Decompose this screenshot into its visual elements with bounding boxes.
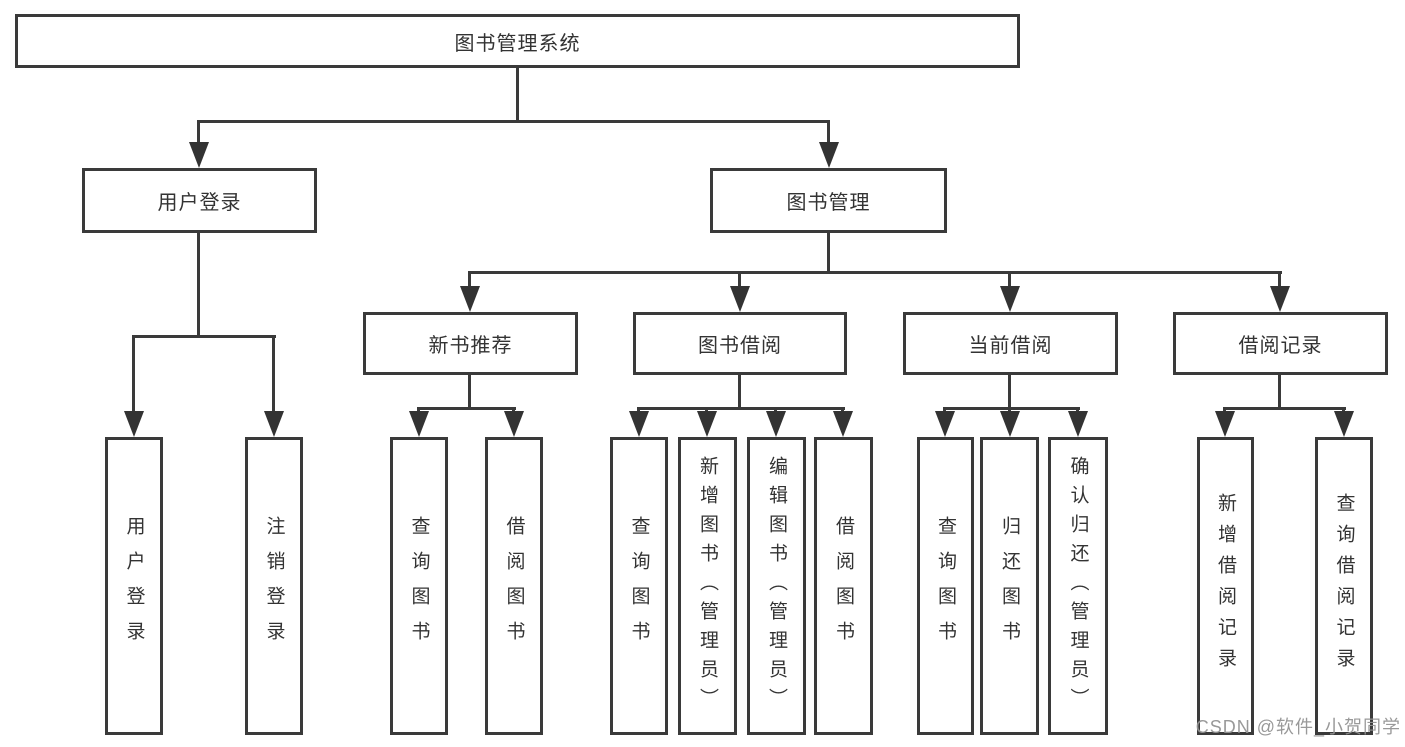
edge-line <box>132 335 135 415</box>
node-root-label: 图书管理系统 <box>454 32 581 55</box>
arrowhead-down-icon <box>124 411 144 437</box>
node-user-login-label: 用户登录 <box>157 192 242 214</box>
leaf-add-books-admin: 新增图书（管理员） <box>678 437 737 735</box>
edge-line <box>272 335 275 415</box>
leaf-query-books-borrow: 查询图书 <box>610 437 668 735</box>
edge-line <box>468 271 471 289</box>
edge-line <box>418 407 516 410</box>
edge-line <box>1224 407 1346 410</box>
edge-line <box>516 68 519 120</box>
node-book-management-label: 图书管理 <box>786 192 871 214</box>
arrowhead-down-icon <box>1334 411 1354 437</box>
edge-line <box>1278 375 1281 407</box>
edge-line <box>738 271 741 289</box>
leaf-query-books-recommend-label: 查询图书 <box>408 516 430 656</box>
arrowhead-down-icon <box>833 411 853 437</box>
node-current-borrow-label: 当前借阅 <box>968 335 1053 357</box>
arrowhead-down-icon <box>730 286 750 312</box>
arrowhead-down-icon <box>819 142 839 168</box>
leaf-logout-label: 注销登录 <box>263 516 285 656</box>
leaf-logout: 注销登录 <box>245 437 303 735</box>
leaf-edit-books-admin: 编辑图书（管理员） <box>747 437 806 735</box>
node-borrow-record-label: 借阅记录 <box>1238 335 1323 357</box>
leaf-query-borrow-record-label: 查询借阅记录 <box>1333 493 1355 679</box>
leaf-borrow-books-recommend-label: 借阅图书 <box>503 516 525 656</box>
leaf-borrow-books: 借阅图书 <box>814 437 873 735</box>
node-book-management: 图书管理 <box>710 168 947 233</box>
arrowhead-down-icon <box>264 411 284 437</box>
arrowhead-down-icon <box>1270 286 1290 312</box>
edge-line <box>469 271 1282 274</box>
leaf-query-books-borrow-label: 查询图书 <box>628 516 650 656</box>
leaf-query-borrow-record: 查询借阅记录 <box>1315 437 1373 735</box>
edge-line <box>468 375 471 407</box>
node-new-book-recommend: 新书推荐 <box>363 312 578 375</box>
leaf-add-borrow-record: 新增借阅记录 <box>1197 437 1254 735</box>
leaf-query-books-recommend: 查询图书 <box>390 437 448 735</box>
arrowhead-down-icon <box>1000 286 1020 312</box>
arrowhead-down-icon <box>409 411 429 437</box>
csdn-watermark: CSDN @软件_小贺同学 <box>1195 717 1401 737</box>
edge-line <box>827 233 830 271</box>
arrowhead-down-icon <box>935 411 955 437</box>
node-book-borrow-label: 图书借阅 <box>698 335 782 357</box>
arrowhead-down-icon <box>1068 411 1088 437</box>
edge-line <box>827 120 830 146</box>
node-current-borrow: 当前借阅 <box>903 312 1118 375</box>
edge-line <box>638 407 845 410</box>
leaf-query-books-current-label: 查询图书 <box>935 516 956 656</box>
leaf-borrow-books-recommend: 借阅图书 <box>485 437 543 735</box>
node-user-login: 用户登录 <box>82 168 317 233</box>
edge-line <box>738 375 741 407</box>
leaf-edit-books-admin-label: 编辑图书（管理员） <box>766 455 787 717</box>
arrowhead-down-icon <box>1000 411 1020 437</box>
node-book-borrow: 图书借阅 <box>633 312 847 375</box>
arrowhead-down-icon <box>504 411 524 437</box>
arrowhead-down-icon <box>697 411 717 437</box>
arrowhead-down-icon <box>629 411 649 437</box>
arrowhead-down-icon <box>766 411 786 437</box>
leaf-add-borrow-record-label: 新增借阅记录 <box>1215 493 1236 679</box>
leaf-confirm-return-admin-label: 确认归还（管理员） <box>1067 455 1089 717</box>
edge-line <box>1008 375 1011 407</box>
leaf-return-books-label: 归还图书 <box>999 516 1020 656</box>
edge-line <box>198 120 830 123</box>
node-root-library-system: 图书管理系统 <box>15 14 1020 68</box>
leaf-return-books: 归还图书 <box>980 437 1039 735</box>
leaf-user-login: 用户登录 <box>105 437 163 735</box>
edge-line <box>1278 271 1281 289</box>
edge-line <box>133 335 276 338</box>
leaf-confirm-return-admin: 确认归还（管理员） <box>1048 437 1108 735</box>
arrowhead-down-icon <box>1215 411 1235 437</box>
edge-line <box>944 407 1080 410</box>
edge-line <box>1008 271 1011 289</box>
node-new-book-recommend-label: 新书推荐 <box>428 335 513 357</box>
arrowhead-down-icon <box>460 286 480 312</box>
edge-line <box>197 233 200 335</box>
leaf-user-login-label: 用户登录 <box>123 516 145 656</box>
node-borrow-record: 借阅记录 <box>1173 312 1388 375</box>
arrowhead-down-icon <box>189 142 209 168</box>
leaf-add-books-admin-label: 新增图书（管理员） <box>697 455 718 717</box>
leaf-query-books-current: 查询图书 <box>917 437 974 735</box>
edge-line <box>197 120 200 146</box>
leaf-borrow-books-label: 借阅图书 <box>833 516 854 656</box>
